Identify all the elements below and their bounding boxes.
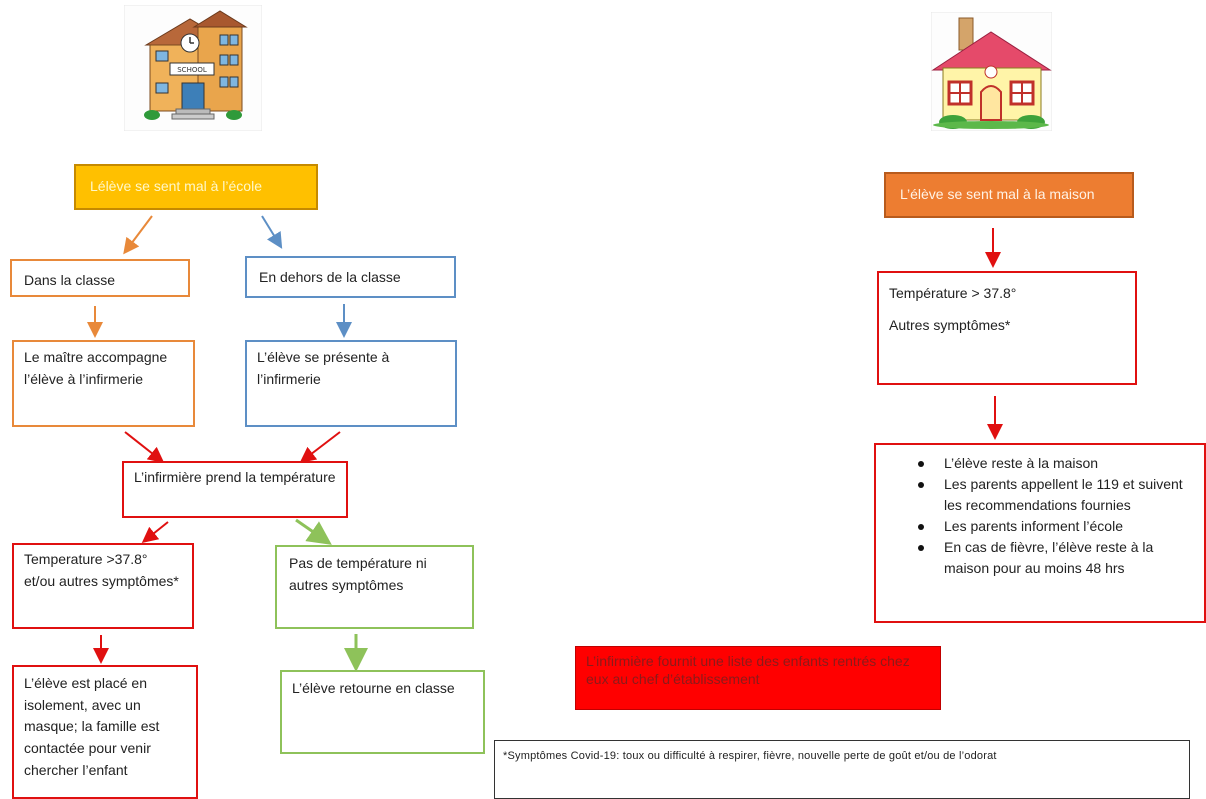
teacher-accompanies-box: Le maître accompagne l’élève à l’infirme… bbox=[12, 340, 195, 427]
no-fever-box: Pas de température ni autres symptômes bbox=[275, 545, 474, 629]
arrow-to-in-class bbox=[123, 215, 153, 255]
home-actions-box: L’élève reste à la maison Les parents ap… bbox=[874, 443, 1206, 623]
arrow-to-no-fever bbox=[295, 518, 332, 545]
arrow-teacher-to-nurse bbox=[124, 431, 165, 463]
arrow-presents-to-nurse bbox=[299, 431, 341, 463]
school-building-icon: SCHOOL bbox=[124, 5, 262, 131]
in-class-box: Dans la classe bbox=[10, 259, 190, 297]
return-to-class-box: L’élève retourne en classe bbox=[280, 670, 485, 754]
out-class-box: En dehors de la classe bbox=[245, 256, 456, 298]
arrow-to-out-class bbox=[261, 215, 283, 249]
school-header: Lélève se sent mal à l’école bbox=[74, 164, 318, 210]
house-icon bbox=[931, 12, 1052, 131]
student-presents-box: L’élève se présente à l’infirmerie bbox=[245, 340, 457, 427]
list-item: En cas de fièvre, l’élève reste à la mai… bbox=[918, 537, 1194, 579]
home-temperature-box: Température > 37.8° Autres symptômes* bbox=[877, 271, 1137, 385]
list-item: L’élève reste à la maison bbox=[918, 453, 1194, 474]
nurse-list-box: L’infirmière fournit une liste des enfan… bbox=[575, 646, 941, 710]
home-other-symptoms-text: Autres symptômes* bbox=[889, 316, 1011, 333]
isolation-box: L’élève est placé en isolement, avec un … bbox=[12, 665, 198, 799]
footnote-box: *Symptômes Covid-19: toux ou difficulté … bbox=[494, 740, 1190, 799]
list-item: Les parents informent l’école bbox=[918, 516, 1194, 537]
fever-symptoms-box: Temperature >37.8° et/ou autres symptôme… bbox=[12, 543, 194, 629]
school-sign-text: SCHOOL bbox=[177, 66, 207, 74]
nurse-temperature-box: L’infirmière prend la température bbox=[122, 461, 348, 518]
home-header: L’élève se sent mal à la maison bbox=[884, 172, 1134, 218]
home-temperature-text: Température > 37.8° bbox=[889, 285, 1017, 301]
list-item: Les parents appellent le 119 et suivent … bbox=[918, 474, 1194, 516]
arrow-to-fever bbox=[141, 521, 169, 543]
home-actions-list: L’élève reste à la maison Les parents ap… bbox=[890, 453, 1194, 579]
